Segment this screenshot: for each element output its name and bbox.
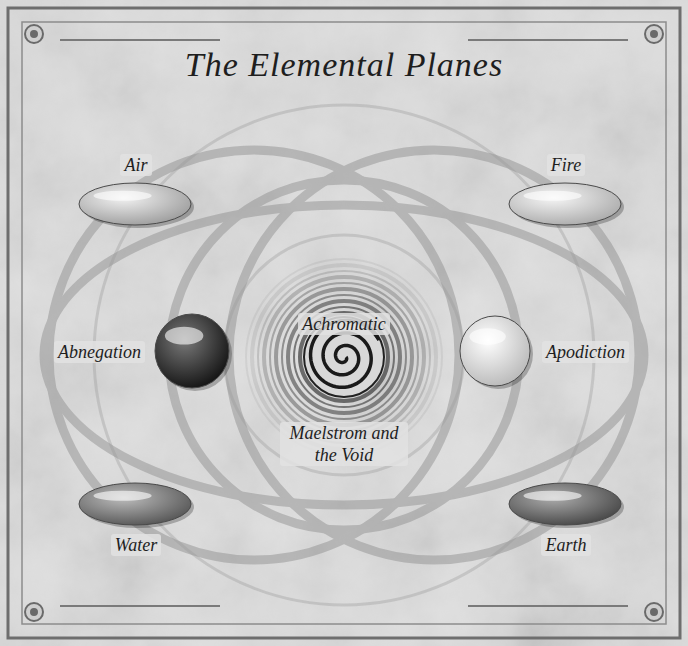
- plane-gem: [507, 481, 625, 529]
- plane-label: Achromatic: [298, 313, 389, 335]
- maelstrom-ring: [258, 271, 430, 443]
- gem-highlight: [469, 328, 505, 345]
- maelstrom-ring: [270, 283, 418, 431]
- maelstrom-ring: [282, 295, 406, 419]
- maelstrom-ring: [264, 277, 424, 437]
- maelstrom-center: AchromaticMaelstrom and the Void: [234, 257, 454, 497]
- plane-gem: [507, 181, 625, 229]
- gem-body: [460, 316, 530, 386]
- decorative-rings: [94, 105, 594, 605]
- gem-body: [79, 183, 191, 225]
- plane-label: Abnegation: [54, 341, 145, 363]
- maelstrom-ring: [294, 307, 394, 407]
- water-plane: Water: [77, 481, 195, 556]
- gem-highlight: [93, 191, 151, 201]
- plane-gem: [77, 481, 195, 529]
- gem-highlight: [523, 191, 581, 201]
- gem-highlight: [93, 491, 151, 501]
- gem-highlight: [523, 491, 581, 501]
- gem-highlight: [165, 327, 203, 345]
- abnegation-plane: Abnegation: [54, 312, 233, 392]
- plane-gem: [458, 314, 534, 390]
- apodiction-plane: Apodiction: [458, 314, 629, 390]
- fire-plane: Fire: [507, 154, 625, 229]
- plane-label: Fire: [547, 154, 585, 176]
- plane-gem: [77, 181, 195, 229]
- maelstrom-ring: [288, 301, 400, 413]
- plane-label: Earth: [541, 534, 590, 556]
- earth-plane: Earth: [507, 481, 625, 556]
- gem-body: [509, 483, 621, 525]
- plane-label: Maelstrom and the Void: [280, 422, 408, 466]
- frame: [8, 8, 680, 638]
- plane-label: Apodiction: [542, 341, 629, 363]
- gem-body: [509, 183, 621, 225]
- gem-body: [79, 483, 191, 525]
- corner-rosettes: [25, 25, 663, 621]
- diagram-title: The Elemental Planes: [0, 46, 688, 84]
- maelstrom-ring: [276, 289, 412, 425]
- air-plane: Air: [77, 154, 195, 229]
- plane-label: Air: [120, 154, 151, 176]
- gem-body: [155, 314, 229, 388]
- decorative-circles: [44, 150, 644, 560]
- plane-label: Water: [111, 534, 161, 556]
- plane-gem: [153, 312, 233, 392]
